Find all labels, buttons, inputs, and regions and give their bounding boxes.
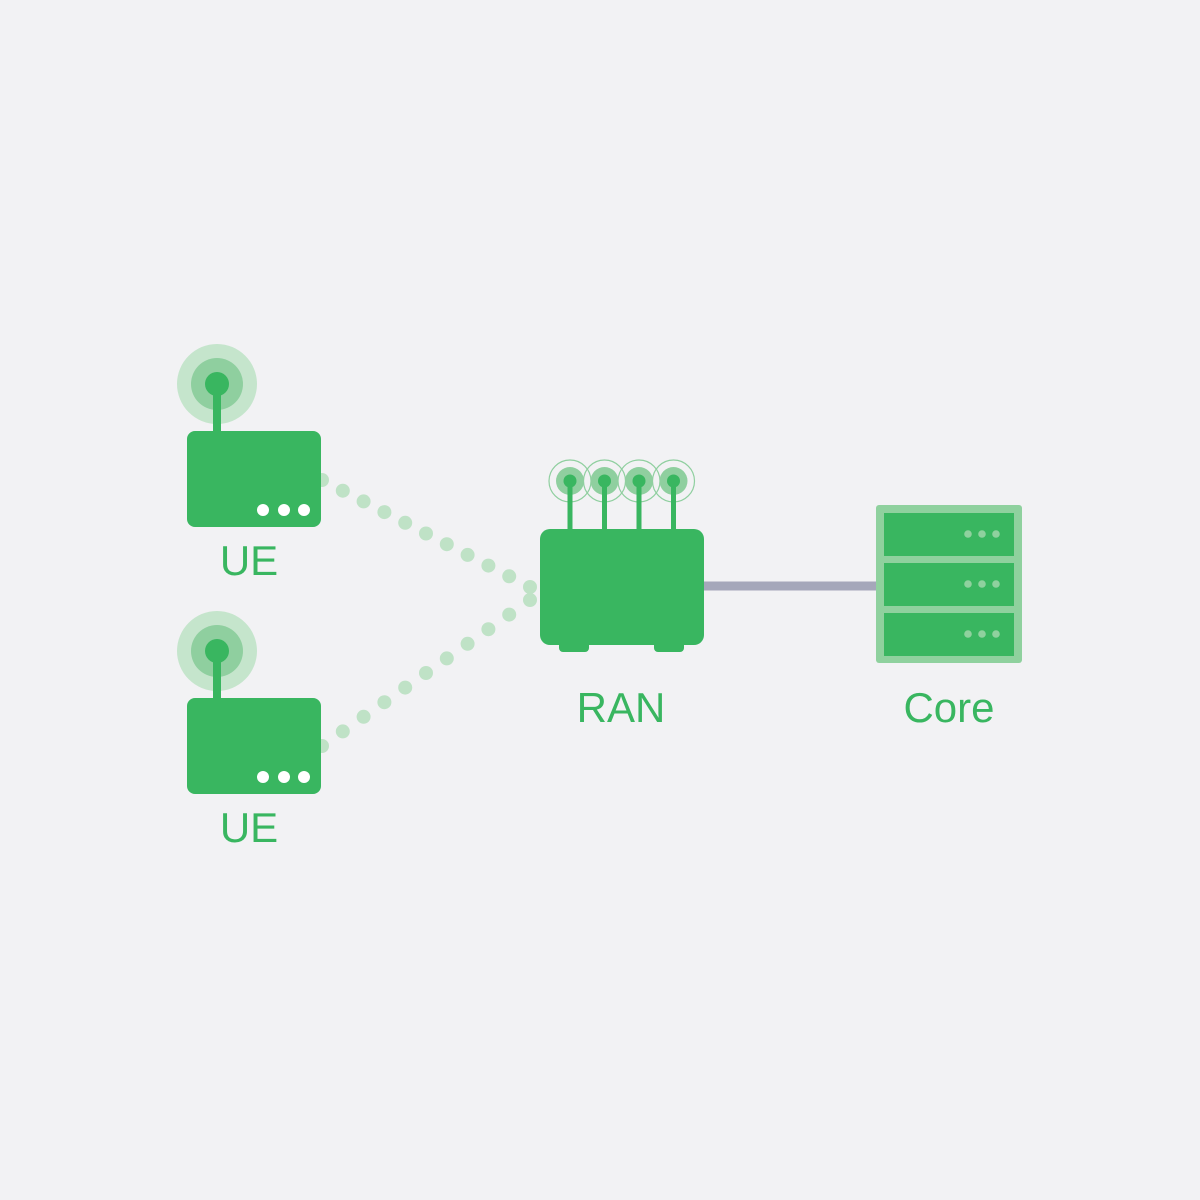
ue-label: UE <box>220 804 278 851</box>
server-indicator-light-icon <box>992 580 1000 588</box>
server-indicator-light-icon <box>964 530 972 538</box>
server-indicator-light-icon <box>978 580 986 588</box>
server-indicator-light-icon <box>992 630 1000 638</box>
antenna-tip-icon <box>205 639 229 663</box>
link-dot <box>502 607 517 622</box>
server-units <box>884 513 1014 656</box>
core-label: Core <box>903 684 994 731</box>
link-dot <box>398 680 413 695</box>
ue-label: UE <box>220 537 278 584</box>
antenna-tip-icon <box>563 474 577 488</box>
indicator-light-icon <box>278 771 290 783</box>
link-dot <box>502 569 517 584</box>
link-dot <box>335 724 350 739</box>
ue-body <box>187 698 321 794</box>
antenna-mast-icon <box>602 481 607 531</box>
link-dot <box>481 558 496 573</box>
link-dot <box>523 593 537 607</box>
antenna-tip-icon <box>667 474 680 488</box>
ran-label: RAN <box>577 684 666 731</box>
server-indicator-light-icon <box>978 530 986 538</box>
ue-device-2[interactable]: UE <box>177 611 321 851</box>
ran-node[interactable]: RAN <box>540 459 704 731</box>
link-dot <box>377 505 392 520</box>
antenna-mast-icon <box>671 481 676 531</box>
antenna-mast-icon <box>636 481 642 531</box>
link-dot <box>439 537 454 552</box>
ran-antenna-array <box>548 459 696 531</box>
link-dot <box>377 695 392 710</box>
link-dot <box>356 709 371 724</box>
antenna-tip-icon <box>598 474 611 488</box>
indicator-light-icon <box>257 504 269 516</box>
indicator-light-icon <box>278 504 290 516</box>
link-dot <box>398 515 413 530</box>
antenna-mast-icon <box>567 481 573 531</box>
indicator-light-icon <box>298 771 310 783</box>
link-dot <box>419 666 433 680</box>
link-dot <box>460 547 475 562</box>
antenna-tip-icon <box>632 474 646 488</box>
ran-body <box>540 529 704 645</box>
antenna-tip-icon <box>205 372 229 396</box>
ue-body <box>187 431 321 527</box>
server-indicator-light-icon <box>964 630 972 638</box>
server-indicator-light-icon <box>978 630 986 638</box>
link-dot <box>523 580 537 594</box>
indicator-light-icon <box>298 504 310 516</box>
wireless-link-ue1-ran <box>315 473 537 594</box>
server-indicator-light-icon <box>992 530 1000 538</box>
indicator-light-icon <box>257 771 269 783</box>
link-dot <box>335 483 350 498</box>
core-node[interactable]: Core <box>876 505 1022 731</box>
ue-device-1[interactable]: UE <box>177 344 321 584</box>
server-indicator-light-icon <box>964 580 972 588</box>
antenna-mast-icon <box>213 651 221 703</box>
link-dot <box>460 636 475 651</box>
link-dot <box>439 651 454 666</box>
link-dot <box>481 622 496 637</box>
link-dot <box>356 494 371 509</box>
link-dot <box>419 526 433 541</box>
antenna-mast-icon <box>213 384 221 436</box>
wireless-link-ue2-ran <box>315 593 537 753</box>
